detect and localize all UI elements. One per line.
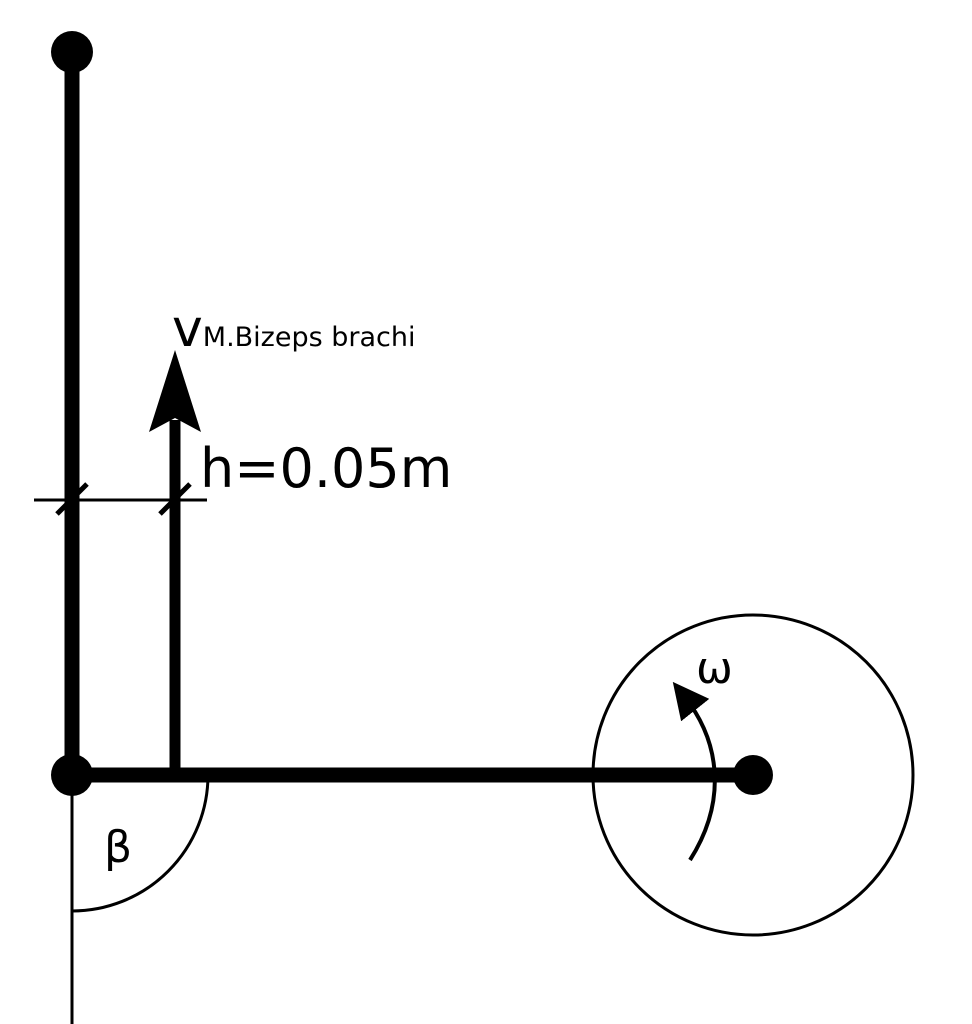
dimension-tick-right bbox=[158, 482, 192, 516]
velocity-subscript: M.Bizeps brachi bbox=[203, 322, 416, 353]
omega-label: ω bbox=[696, 643, 733, 694]
elbow-joint bbox=[51, 754, 93, 796]
beta-label: β bbox=[104, 822, 132, 873]
angular-velocity-arrow bbox=[672, 681, 717, 862]
biceps-velocity-arrowhead bbox=[149, 350, 201, 432]
shoulder-joint bbox=[51, 31, 93, 73]
velocity-label: vM.Bizeps brachi bbox=[172, 299, 416, 359]
dimension-tick-left bbox=[55, 482, 89, 516]
distance-label: h=0.05m bbox=[200, 437, 452, 500]
hand-joint bbox=[733, 755, 773, 795]
angle-beta-arc bbox=[71, 774, 210, 913]
velocity-symbol: v bbox=[172, 299, 203, 359]
hand-circle bbox=[591, 613, 915, 937]
